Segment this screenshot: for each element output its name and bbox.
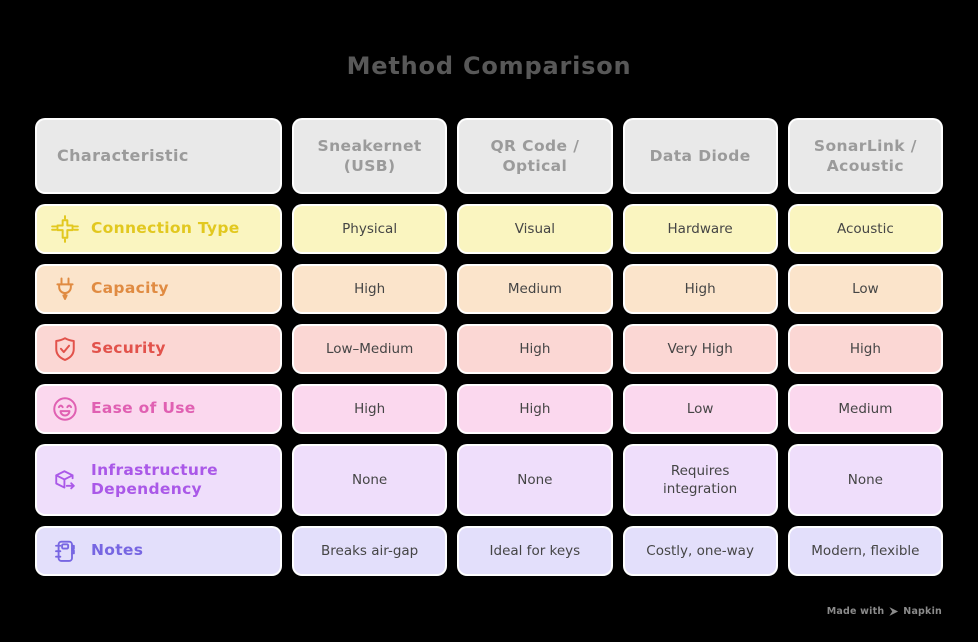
cell-notes-sneakernet: Breaks air-gap bbox=[292, 526, 448, 576]
row-label-text: Infrastructure Dependency bbox=[91, 460, 218, 498]
comparison-table: Characteristic Sneakernet (USB) QR Code … bbox=[35, 118, 943, 576]
cell-capacity-diode: High bbox=[622, 264, 778, 314]
cell-security-sneakernet: Low–Medium bbox=[292, 324, 448, 374]
row-label-notes: Notes bbox=[35, 526, 282, 576]
row-label-text: Connection Type bbox=[91, 219, 240, 238]
cell-ease-diode: Low bbox=[622, 384, 778, 434]
cell-capacity-qr: Medium bbox=[457, 264, 613, 314]
row-label-text: Ease of Use bbox=[91, 399, 196, 418]
row-label-text: Security bbox=[91, 339, 166, 358]
row-label-capacity: Capacity bbox=[35, 264, 282, 314]
cube-arrow-icon bbox=[50, 465, 80, 495]
cell-infra-qr: None bbox=[457, 444, 613, 516]
row-label-infrastructure-dependency: Infrastructure Dependency bbox=[35, 444, 282, 516]
row-label-text: Notes bbox=[91, 541, 144, 560]
row-label-text: Capacity bbox=[91, 279, 169, 298]
row-label-connection-type: Connection Type bbox=[35, 204, 282, 254]
shield-check-icon bbox=[50, 334, 80, 364]
header-data-diode: Data Diode bbox=[622, 118, 778, 194]
watermark-brand: Napkin bbox=[903, 606, 942, 617]
cell-infra-sneakernet: None bbox=[292, 444, 448, 516]
cell-connection-qr: Visual bbox=[457, 204, 613, 254]
hub-connection-icon bbox=[50, 214, 80, 244]
napkin-logo-icon bbox=[888, 606, 899, 617]
watermark-prefix: Made with bbox=[826, 606, 885, 617]
cell-infra-diode: Requires integration bbox=[622, 444, 778, 516]
cell-ease-sonarlink: Medium bbox=[787, 384, 943, 434]
cell-notes-sonarlink: Modern, flexible bbox=[787, 526, 943, 576]
cell-capacity-sonarlink: Low bbox=[787, 264, 943, 314]
cell-capacity-sneakernet: High bbox=[292, 264, 448, 314]
header-sneakernet-usb: Sneakernet (USB) bbox=[292, 118, 448, 194]
cell-connection-sneakernet: Physical bbox=[292, 204, 448, 254]
page-title: Method Comparison bbox=[346, 52, 632, 80]
notebook-icon bbox=[50, 536, 80, 566]
cell-security-diode: Very High bbox=[622, 324, 778, 374]
cell-infra-sonarlink: None bbox=[787, 444, 943, 516]
plug-icon bbox=[50, 274, 80, 304]
cell-notes-diode: Costly, one-way bbox=[622, 526, 778, 576]
row-label-ease-of-use: Ease of Use bbox=[35, 384, 282, 434]
header-qr-code-optical: QR Code / Optical bbox=[457, 118, 613, 194]
row-label-security: Security bbox=[35, 324, 282, 374]
cell-connection-sonarlink: Acoustic bbox=[787, 204, 943, 254]
cell-ease-sneakernet: High bbox=[292, 384, 448, 434]
cell-security-sonarlink: High bbox=[787, 324, 943, 374]
smiley-icon bbox=[50, 394, 80, 424]
cell-connection-diode: Hardware bbox=[622, 204, 778, 254]
cell-ease-qr: High bbox=[457, 384, 613, 434]
napkin-watermark[interactable]: Made with Napkin bbox=[827, 606, 942, 617]
header-sonarlink-acoustic: SonarLink / Acoustic bbox=[787, 118, 943, 194]
cell-security-qr: High bbox=[457, 324, 613, 374]
cell-notes-qr: Ideal for keys bbox=[457, 526, 613, 576]
header-characteristic: Characteristic bbox=[35, 118, 282, 194]
